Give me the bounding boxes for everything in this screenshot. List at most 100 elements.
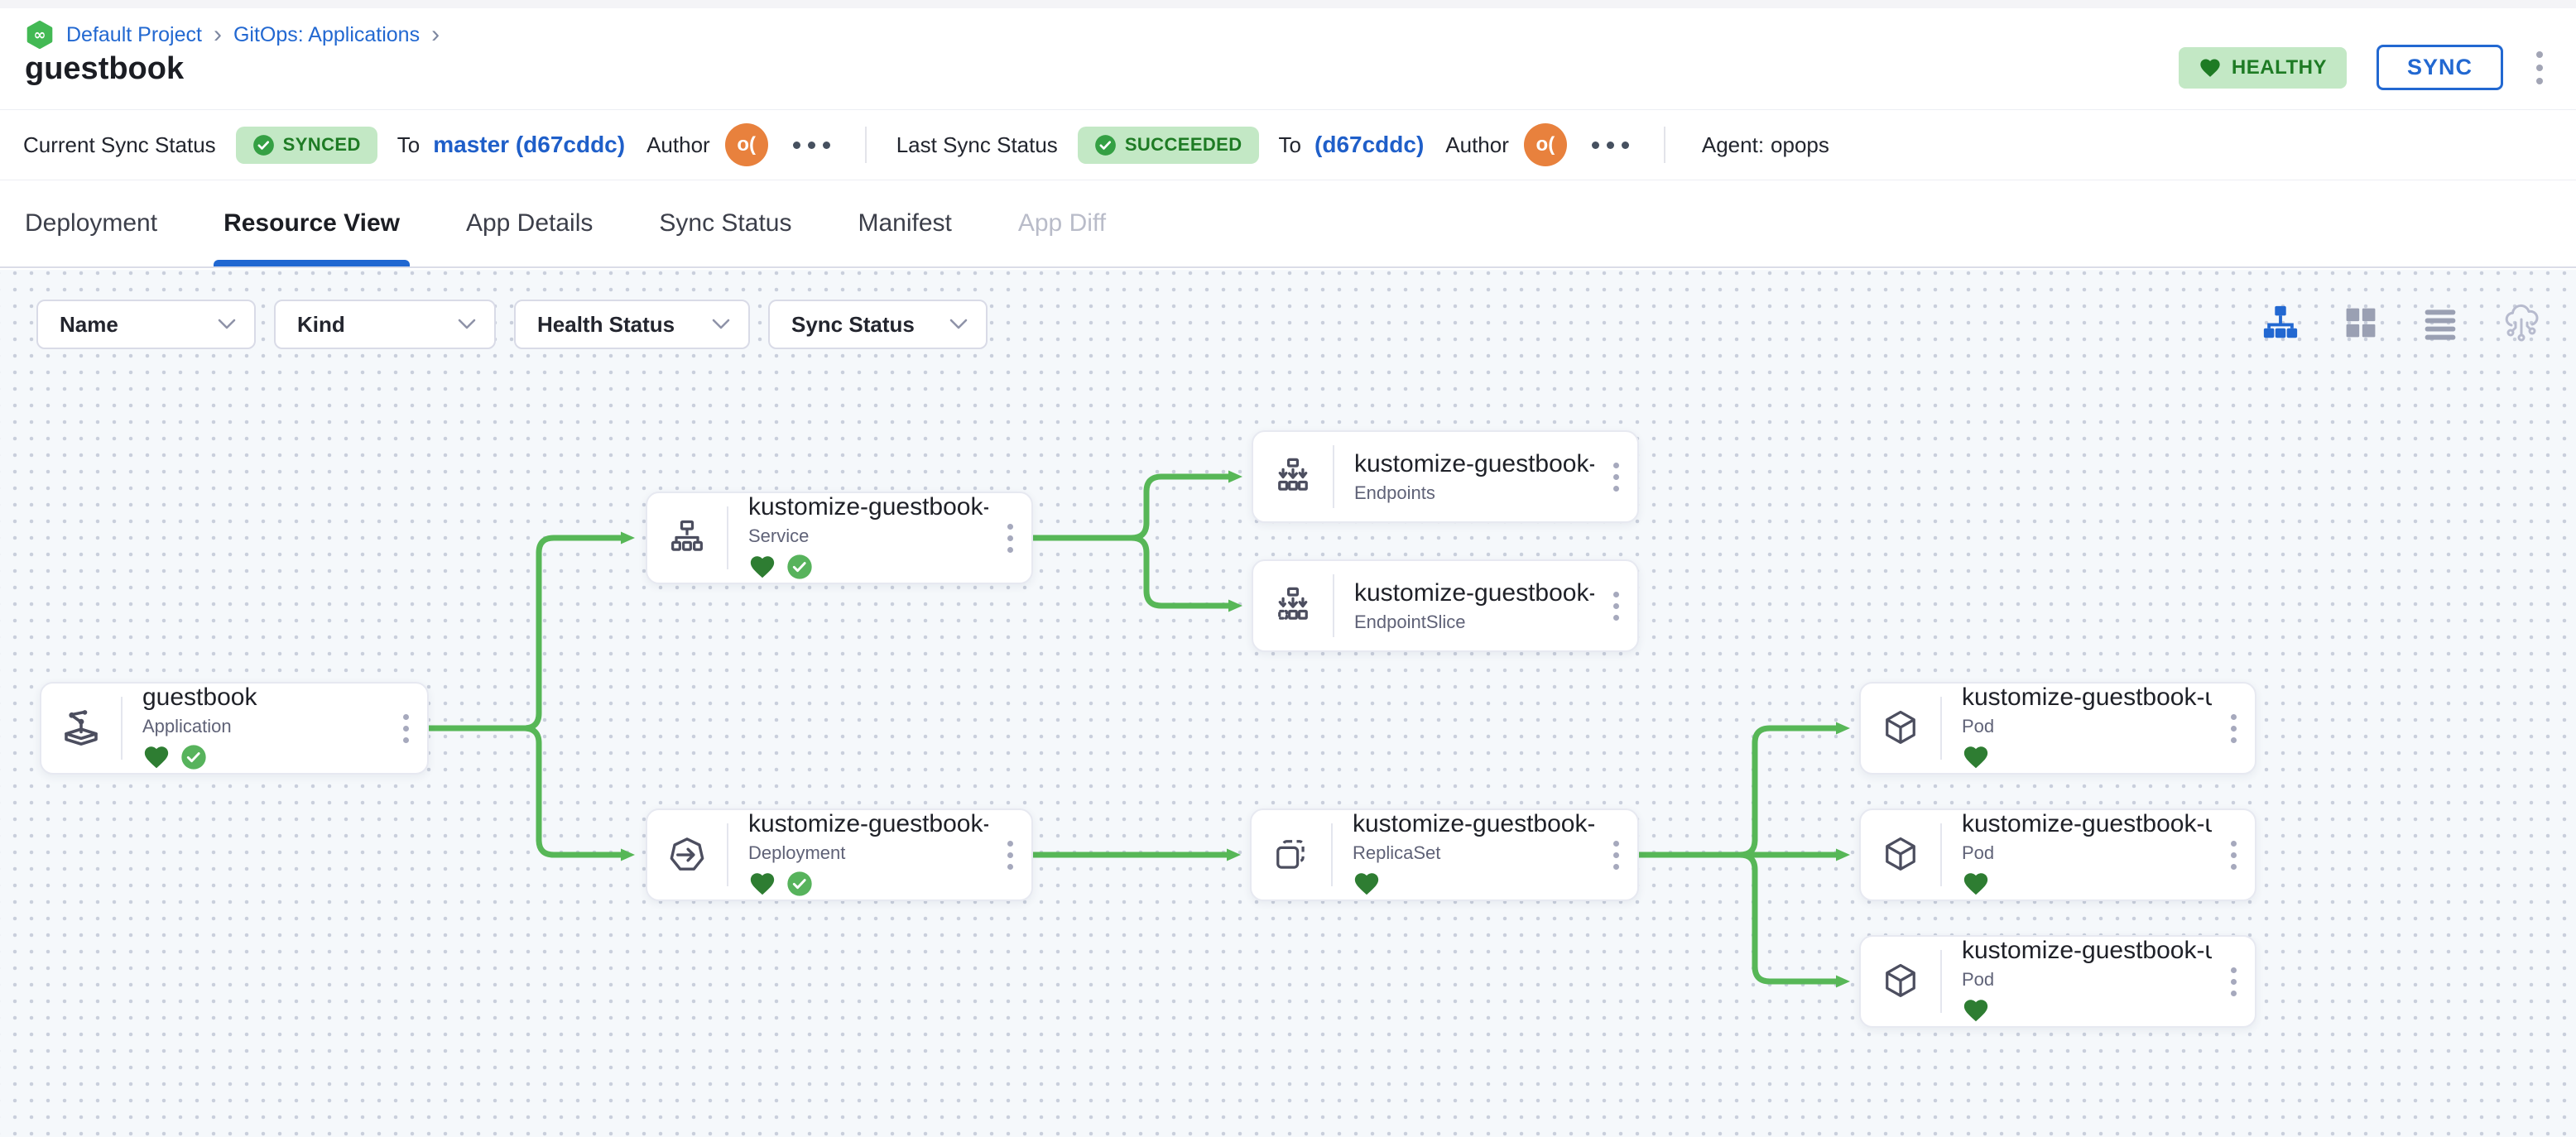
node-endpoints-kustomize-guestbook-ui[interactable]: kustomize-guestbook-ui Endpoints xyxy=(1252,430,1639,523)
node-application-guestbook[interactable]: guestbook Application xyxy=(40,682,429,775)
filter-sync-status-dropdown[interactable]: Sync Status xyxy=(768,300,988,349)
node-kebab-menu[interactable] xyxy=(988,840,1031,870)
endpoints-icon xyxy=(1253,455,1333,498)
check-circle-icon xyxy=(1094,134,1116,156)
edge-app-to-deployment xyxy=(425,725,635,861)
filter-name-dropdown[interactable]: Name xyxy=(36,300,256,349)
divider xyxy=(1940,697,1942,760)
edge-replicaset-to-pod1 xyxy=(1636,722,1850,858)
page-header: ∞ Default Project › GitOps: Applications… xyxy=(0,8,2576,109)
node-title: kustomize-guestbook-ui-... xyxy=(1354,578,1594,607)
author-label: Author xyxy=(1445,132,1509,157)
synced-check-icon xyxy=(787,554,812,579)
filter-health-status-dropdown[interactable]: Health Status xyxy=(514,300,750,349)
agent-value: opops xyxy=(1771,132,1829,157)
header-kebab-menu[interactable] xyxy=(2533,48,2546,88)
breadcrumb-project-link[interactable]: Default Project xyxy=(66,22,202,46)
page-title: guestbook xyxy=(25,51,185,86)
cloud-view-icon[interactable] xyxy=(2502,303,2541,343)
node-service-kustomize-guestbook-ui[interactable]: kustomize-guestbook-ui Service xyxy=(646,492,1033,584)
tab-sync-status[interactable]: Sync Status xyxy=(659,209,792,237)
svg-text:∞: ∞ xyxy=(34,26,46,44)
chevron-down-icon xyxy=(218,319,236,329)
breadcrumb-separator: › xyxy=(431,21,440,48)
node-kebab-menu[interactable] xyxy=(1594,840,1637,870)
tab-app-diff[interactable]: App Diff xyxy=(1017,209,1107,237)
health-badge-label: HEALTHY xyxy=(2231,55,2327,79)
node-deployment-kustomize-guestbook-ui[interactable]: kustomize-guestbook-ui Deployment xyxy=(646,808,1033,901)
pod-icon xyxy=(1861,707,1940,750)
author-label: Author xyxy=(646,132,710,157)
to-label: To xyxy=(396,132,421,157)
health-status-badge: HEALTHY xyxy=(2178,46,2347,89)
node-kebab-menu[interactable] xyxy=(1594,462,1637,492)
tab-deployment[interactable]: Deployment xyxy=(25,209,158,237)
node-kebab-menu[interactable] xyxy=(2212,840,2255,870)
tab-manifest[interactable]: Manifest xyxy=(858,209,952,237)
divider xyxy=(864,127,867,163)
last-sync-status-label: Last Sync Status xyxy=(896,132,1058,157)
divider xyxy=(727,823,728,886)
window-top-strip xyxy=(0,0,2576,8)
node-kind: ReplicaSet xyxy=(1353,842,1441,863)
node-pod-2[interactable]: kustomize-guestbook-ui-... Pod xyxy=(1859,808,2256,901)
pod-icon xyxy=(1861,960,1940,1003)
tab-app-details[interactable]: App Details xyxy=(465,209,594,237)
divider xyxy=(1333,574,1334,637)
divider xyxy=(1331,823,1333,886)
current-sync-status-label: Current Sync Status xyxy=(23,132,216,157)
succeeded-badge: SUCCEEDED xyxy=(1077,126,1259,164)
synced-check-icon xyxy=(181,745,206,770)
node-kind: EndpointSlice xyxy=(1354,611,1466,632)
replicaset-icon xyxy=(1252,833,1331,876)
node-pod-1[interactable]: kustomize-guestbook-ui-... Pod xyxy=(1859,682,2256,775)
node-pod-3[interactable]: kustomize-guestbook-ui-... Pod xyxy=(1859,935,2256,1028)
tab-resource-view[interactable]: Resource View xyxy=(214,180,410,266)
grid-view-icon[interactable] xyxy=(2343,305,2379,341)
divider xyxy=(121,697,123,760)
healthy-heart-icon xyxy=(1354,873,1379,895)
sync-button[interactable]: SYNC xyxy=(2376,45,2503,90)
last-commit-more-button[interactable] xyxy=(1587,137,1634,154)
pod-icon xyxy=(1861,833,1940,876)
check-circle-icon xyxy=(252,134,274,156)
chevron-down-icon xyxy=(949,319,968,329)
node-replicaset-kustomize-guestbook-ui[interactable]: kustomize-guestbook-ui-... ReplicaSet xyxy=(1250,808,1639,901)
divider xyxy=(727,506,728,569)
divider xyxy=(1940,823,1942,886)
tab-bar: Deployment Resource View App Details Syn… xyxy=(0,180,2576,268)
tree-view-icon[interactable] xyxy=(2261,304,2300,342)
breadcrumb-applications-link[interactable]: GitOps: Applications xyxy=(233,22,421,46)
list-view-icon[interactable] xyxy=(2422,305,2458,341)
chevron-down-icon xyxy=(458,319,476,329)
breadcrumb-separator: › xyxy=(213,21,222,48)
current-commit-more-button[interactable] xyxy=(788,137,835,154)
node-title: kustomize-guestbook-ui xyxy=(748,810,988,837)
filter-row: Name Kind Health Status Sync Status xyxy=(36,300,988,349)
node-title: kustomize-guestbook-ui-... xyxy=(1962,937,2212,964)
breadcrumb: ∞ Default Project › GitOps: Applications… xyxy=(25,20,440,50)
node-endpointslice-kustomize-guestbook-ui[interactable]: kustomize-guestbook-ui-... EndpointSlice xyxy=(1252,559,1639,652)
node-kind: Deployment xyxy=(748,842,846,863)
synced-check-icon xyxy=(787,871,812,896)
node-kebab-menu[interactable] xyxy=(2212,713,2255,743)
service-icon xyxy=(647,516,727,559)
synced-badge: SYNCED xyxy=(235,126,377,164)
node-kebab-menu[interactable] xyxy=(384,713,427,743)
deployment-icon xyxy=(647,832,727,877)
current-revision-link[interactable]: master (d67cddc) xyxy=(433,132,626,157)
edge-replicaset-to-pod3 xyxy=(1636,852,1850,988)
resource-graph-canvas[interactable]: Name Kind Health Status Sync Status xyxy=(0,270,2576,1137)
divider xyxy=(1940,950,1942,1013)
divider xyxy=(1333,445,1334,508)
node-kebab-menu[interactable] xyxy=(1594,591,1637,621)
chevron-down-icon xyxy=(712,319,730,329)
filter-kind-dropdown[interactable]: Kind xyxy=(274,300,496,349)
heart-icon xyxy=(2199,56,2222,79)
edge-service-to-endpoints xyxy=(1030,470,1242,541)
edge-app-to-service xyxy=(425,531,635,732)
node-kebab-menu[interactable] xyxy=(2212,967,2255,996)
last-revision-link[interactable]: (d67cddc) xyxy=(1314,132,1425,157)
node-title: kustomize-guestbook-ui xyxy=(1354,449,1594,477)
node-kebab-menu[interactable] xyxy=(988,523,1031,553)
